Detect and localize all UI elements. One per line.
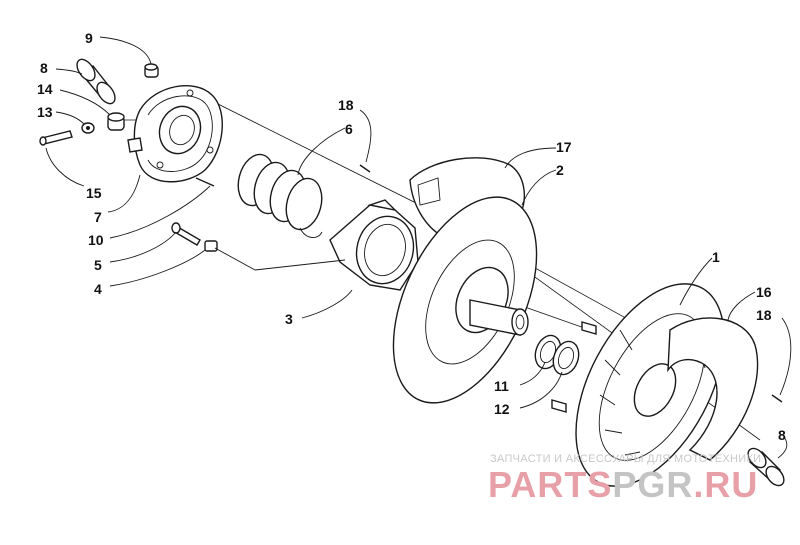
watermark-brand-gray: PGR: [612, 464, 693, 505]
seal-part: [552, 340, 580, 376]
callout-17: 17: [556, 139, 572, 155]
callout-11: 11: [494, 378, 509, 394]
callout-18-right: 18: [756, 307, 772, 323]
callout-14: 14: [37, 81, 53, 97]
callout-12: 12: [494, 401, 510, 417]
sheave-part: [392, 196, 538, 404]
bushing-bottom-part: [747, 447, 785, 487]
callout-13: 13: [37, 104, 53, 120]
bushing-top-part: [76, 58, 116, 105]
cam-housing-part: [329, 199, 419, 291]
bolt-nut-part: [204, 240, 218, 252]
callout-3: 3: [285, 311, 293, 327]
screw-right-part: [771, 394, 783, 403]
spring-part: [237, 153, 323, 238]
spider-plate-part: [127, 85, 223, 183]
callouts: 9 8 14 13 15 7 10 5 4 18 6 3 17 2 1 16 1…: [37, 30, 786, 443]
callout-8-bottom: 8: [778, 427, 786, 443]
bolt-part: [171, 222, 201, 246]
rear-shield-part: [667, 317, 759, 461]
watermark-caption: ЗАПЧАСТИ И АКСЕССУАРЫ ДЛЯ МОТОТЕХНИКИ: [490, 453, 761, 465]
callout-9: 9: [85, 30, 93, 46]
callout-16: 16: [756, 284, 772, 300]
callout-5: 5: [94, 257, 102, 273]
callout-7: 7: [94, 209, 102, 225]
screw-top-part: [359, 164, 371, 173]
callout-18-top: 18: [338, 97, 354, 113]
small-bushing-part: [107, 112, 125, 131]
callout-2: 2: [556, 162, 564, 178]
leader-lines: [45, 36, 792, 459]
watermark-brand-red: PARTS: [488, 464, 612, 505]
pin-part: [39, 130, 73, 146]
callout-4: 4: [94, 281, 102, 297]
callout-1: 1: [712, 249, 720, 265]
watermark: ЗАПЧАСТИ И АКСЕССУАРЫ ДЛЯ МОТОТЕХНИКИ PA…: [488, 453, 761, 505]
watermark-brand-tail: .RU: [693, 464, 758, 505]
callout-8-top: 8: [40, 60, 48, 76]
screw-part: [195, 177, 215, 187]
callout-10: 10: [88, 232, 104, 248]
nut-part: [144, 63, 159, 78]
washer-part: [81, 122, 95, 134]
callout-6: 6: [345, 121, 353, 137]
watermark-logo: PARTSPGR.RU: [488, 464, 758, 505]
callout-15: 15: [86, 185, 102, 201]
